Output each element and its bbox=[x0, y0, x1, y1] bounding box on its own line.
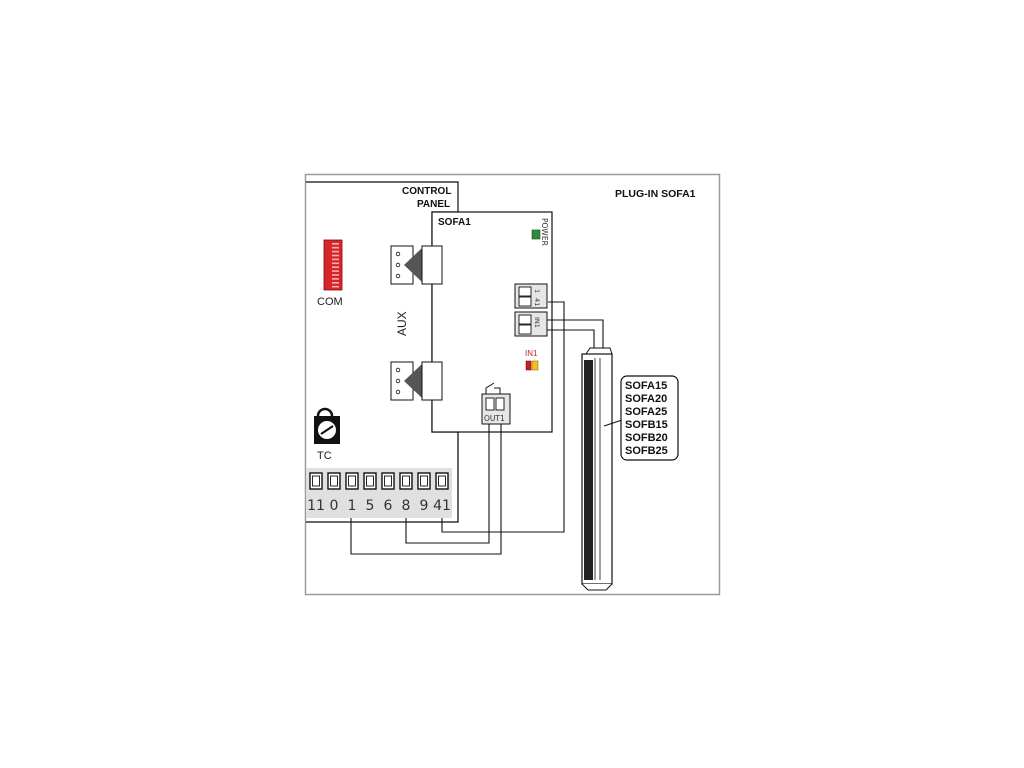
terminal-label: 1 bbox=[348, 498, 357, 514]
terminal-label: 6 bbox=[384, 498, 393, 514]
com-connector bbox=[323, 239, 343, 291]
sofa1-board-label: SOFA1 bbox=[438, 217, 471, 228]
terminal-screw bbox=[417, 472, 431, 490]
model-item: SOFA20 bbox=[625, 393, 667, 405]
wiring bbox=[350, 301, 604, 555]
aux-connector-top bbox=[390, 245, 443, 285]
aux-label: AUX bbox=[395, 311, 409, 336]
com-pin bbox=[332, 243, 339, 245]
control-panel-label-line2: PANEL bbox=[417, 199, 450, 210]
in1-led-yellow bbox=[531, 360, 539, 371]
tc-trimmer bbox=[314, 407, 340, 444]
model-item: SOFB15 bbox=[625, 419, 668, 431]
models-box bbox=[620, 375, 679, 461]
power-label: POWER bbox=[540, 218, 549, 246]
in1-led-label: IN1 bbox=[525, 349, 538, 358]
com-pin bbox=[332, 282, 339, 284]
com-pin bbox=[332, 262, 339, 265]
model-item: SOFB20 bbox=[625, 432, 668, 444]
terminal-label: 8 bbox=[402, 498, 411, 514]
control-panel-label-line1: CONTROL bbox=[402, 186, 451, 197]
com-pin bbox=[332, 270, 339, 272]
terminal-screw bbox=[381, 472, 395, 490]
terminal-block-1-41: 1 41 bbox=[514, 283, 548, 309]
com-pin bbox=[332, 246, 339, 249]
com-pin bbox=[332, 254, 339, 257]
terminal-41-label: 41 bbox=[533, 298, 541, 306]
terminal-screw bbox=[363, 472, 377, 490]
terminal-screw-inner bbox=[420, 475, 428, 487]
terminal-screw-inner bbox=[348, 475, 356, 487]
in1-led-red bbox=[525, 360, 532, 371]
com-pin bbox=[332, 278, 339, 280]
out1-label: OUT1 bbox=[484, 414, 505, 423]
com-pin bbox=[332, 250, 339, 253]
terminal-label: 5 bbox=[366, 498, 375, 514]
terminal-label: 11 bbox=[307, 498, 325, 514]
com-pin bbox=[332, 266, 339, 268]
terminal-screw bbox=[399, 472, 413, 490]
terminal-screw bbox=[435, 472, 449, 490]
com-pin bbox=[332, 285, 339, 288]
terminal-screw-inner bbox=[402, 475, 410, 487]
terminal-block-in1: IN1 bbox=[514, 311, 548, 337]
terminal-screw-inner bbox=[384, 475, 392, 487]
terminal-screw bbox=[345, 472, 359, 490]
com-label: COM bbox=[317, 296, 343, 308]
tc-label: TC bbox=[317, 450, 332, 462]
model-item: SOFB25 bbox=[625, 445, 668, 457]
terminal-screw-inner bbox=[438, 475, 446, 487]
model-item: SOFA25 bbox=[625, 406, 667, 418]
terminal-screw bbox=[309, 472, 323, 490]
com-pin bbox=[332, 258, 339, 261]
terminal-in1-label: IN1 bbox=[533, 317, 541, 328]
outer-frame bbox=[304, 173, 721, 596]
terminal-screw-inner bbox=[312, 475, 320, 487]
terminal-label: 41 bbox=[433, 498, 451, 514]
terminal-label: 9 bbox=[420, 498, 429, 514]
model-item: SOFA15 bbox=[625, 380, 667, 392]
terminal-screw-inner bbox=[330, 475, 338, 487]
out1-relay: OUT1 bbox=[481, 382, 511, 425]
terminal-screw bbox=[327, 472, 341, 490]
power-led bbox=[531, 229, 541, 240]
terminal-1-label: 1 bbox=[533, 289, 541, 293]
terminal-label: 0 bbox=[330, 498, 339, 514]
photocell-column bbox=[581, 347, 623, 591]
diagram-title: PLUG-IN SOFA1 bbox=[615, 188, 696, 200]
aux-connector-bottom bbox=[390, 361, 443, 401]
com-pin bbox=[332, 274, 339, 276]
terminal-screw-inner bbox=[366, 475, 374, 487]
